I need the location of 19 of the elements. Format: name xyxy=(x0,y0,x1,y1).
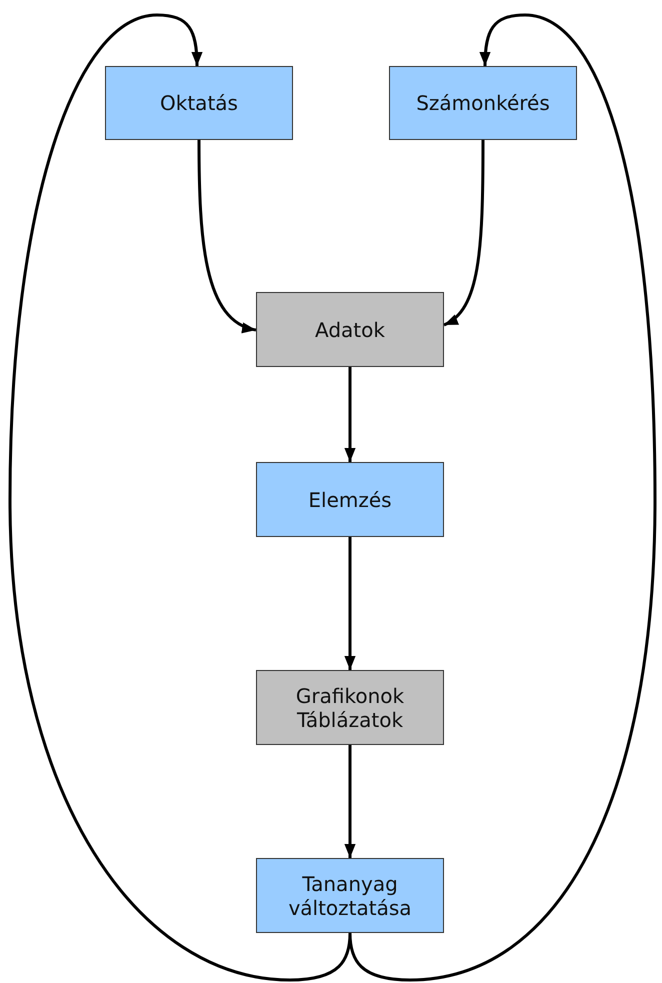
arrow xyxy=(198,140,256,332)
arrow xyxy=(8,14,352,982)
arrow xyxy=(344,367,356,462)
arrow xyxy=(344,745,356,858)
process-box xyxy=(256,292,444,367)
arrow xyxy=(443,140,484,326)
arrow xyxy=(344,537,356,670)
box-label: Adatok xyxy=(314,318,386,342)
process-box xyxy=(256,462,444,537)
box-label: Tananyag változtatása xyxy=(287,872,413,920)
box-label: Grafikonok Táblázatok xyxy=(294,684,406,732)
box-label: Számonkérés xyxy=(415,91,551,115)
process-box xyxy=(256,858,444,933)
box-label: Elemzés xyxy=(307,488,393,512)
process-box xyxy=(256,670,444,745)
process-box xyxy=(389,66,577,140)
process-box xyxy=(105,66,293,140)
box-label: Oktatás xyxy=(159,91,239,115)
arrow xyxy=(348,14,656,982)
